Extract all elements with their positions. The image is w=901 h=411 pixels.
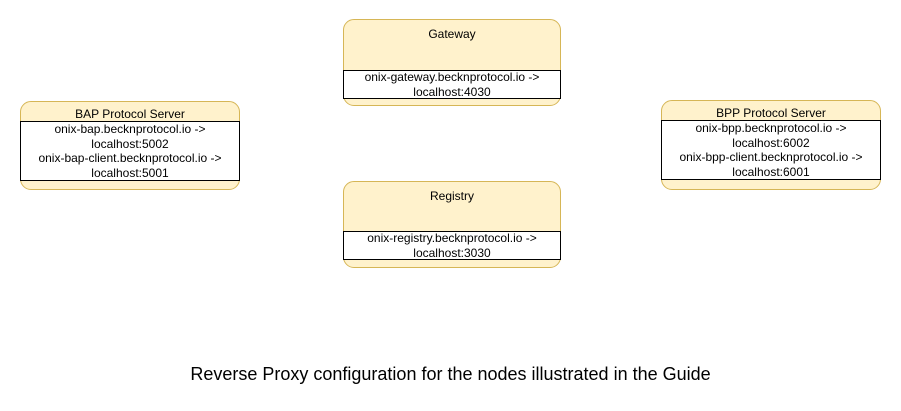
- node-registry-title: Registry: [429, 189, 474, 203]
- node-gateway-mapping: onix-gateway.becknprotocol.io -> localho…: [343, 70, 561, 99]
- node-bpp-title: BPP Protocol Server: [716, 106, 826, 120]
- diagram-caption: Reverse Proxy configuration for the node…: [190, 364, 711, 384]
- node-gateway: Gateway onix-gateway.becknprotocol.io ->…: [343, 19, 561, 106]
- node-bpp-protocol-server: BPP Protocol Server onix-bpp.becknprotoc…: [661, 100, 881, 190]
- node-bpp-mapping: onix-bpp.becknprotocol.io -> localhost:6…: [661, 120, 881, 180]
- node-registry: Registry onix-registry.becknprotocol.io …: [343, 181, 561, 268]
- node-bap-title: BAP Protocol Server: [75, 107, 185, 121]
- node-registry-mapping: onix-registry.becknprotocol.io -> localh…: [343, 231, 561, 260]
- node-bap-protocol-server: BAP Protocol Server onix-bap.becknprotoc…: [20, 101, 240, 190]
- node-bap-mapping: onix-bap.becknprotocol.io -> localhost:5…: [20, 121, 240, 181]
- node-gateway-title: Gateway: [428, 27, 476, 41]
